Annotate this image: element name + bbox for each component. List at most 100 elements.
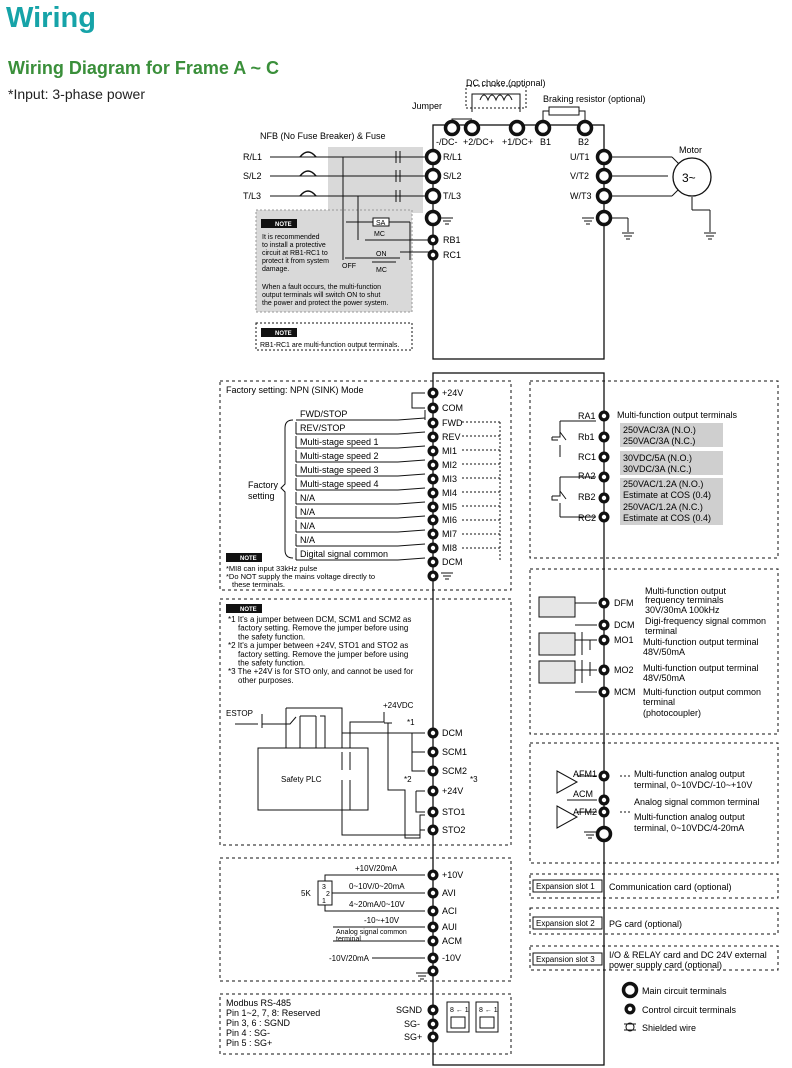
din-terminal-rev: REV (442, 432, 461, 442)
motor-symbol (672, 157, 712, 197)
ain-terminal-2: ACI (442, 906, 457, 916)
drive-terminal-rb1: RB1 (443, 235, 461, 245)
note-badge: NOTE (275, 222, 292, 228)
din-label-10: Digital signal common (300, 549, 388, 559)
drive-terminal-r: R/L1 (443, 152, 462, 162)
ain-label-1: +10V/20mA (355, 864, 398, 873)
dout-desc-5: terminal (645, 626, 677, 636)
din-terminal-mi7: MI7 (442, 529, 457, 539)
supply-t: T/L3 (243, 191, 261, 201)
mark-2: *2 (404, 775, 412, 784)
din-terminal-com: COM (442, 403, 463, 413)
pot-pin-1: 1 (322, 898, 326, 905)
on-label: ON (376, 251, 387, 258)
nfb-label: NFB (No Fuse Breaker) & Fuse (260, 131, 386, 141)
relay-rating-2: 250VAC/3A (N.C.) (623, 436, 695, 446)
safety-plc-label: Safety PLC (281, 775, 322, 784)
expansion-slot-2[interactable] (529, 907, 779, 935)
sto-section: NOTE *1 It's a jumper between DCM, SCM1 … (219, 598, 512, 846)
ain-label-6: terminal (336, 936, 361, 943)
dc-choke-label: DC choke (optional) (466, 78, 546, 88)
sto-note-2: the safety function. (238, 632, 305, 641)
page-title: Wiring (6, 2, 96, 34)
expansion-slot-2-desc: PG card (optional) (609, 919, 682, 929)
supply-r: R/L1 (243, 152, 262, 162)
off-label: OFF (342, 263, 356, 270)
drive-terminal-rc1: RC1 (443, 250, 461, 260)
legend-control: Control circuit terminals (642, 1005, 737, 1015)
relay-rating-1: 250VAC/3A (N.O.) (623, 425, 696, 435)
dout-desc-12: (photocoupler) (643, 708, 701, 718)
expansion-slot-2-label: Expansion slot 2 (536, 919, 595, 928)
expansion-slot-3-label: Expansion slot 3 (536, 955, 595, 964)
sa-label: SA (376, 220, 386, 227)
note-line-7: When a fault occurs, the multi-function (262, 284, 381, 291)
drive-terminal-t: T/L3 (443, 191, 461, 201)
dout-desc-4: Digi-frequency signal common (645, 616, 766, 626)
note-line-4: protect it from system (262, 258, 329, 265)
terminal-dc-minus: -/DC- (436, 137, 458, 147)
sto-note-0: *1 It's a jumper between DCM, SCM1 and S… (228, 615, 411, 624)
mark-1: *1 (407, 718, 415, 727)
dout-desc-10: Multi-function output common (643, 687, 761, 697)
control-board (432, 372, 605, 1066)
rj45-port-2[interactable] (479, 1016, 495, 1029)
legend: Main circuit terminals Control circuit t… (621, 981, 737, 1033)
din-terminal-dcm: DCM (442, 557, 463, 567)
relay-rating-4: 30VDC/3A (N.C.) (623, 464, 692, 474)
din-terminal-mi8: MI8 (442, 543, 457, 553)
aout-afm1: AFM1 (573, 769, 597, 779)
expansion-slot-3[interactable] (529, 945, 779, 971)
aout-acm: ACM (573, 789, 593, 799)
mc-label: MC (374, 231, 385, 238)
sto-terminal-2: SCM2 (442, 766, 467, 776)
note-line-1: It is recommended (262, 234, 320, 241)
analog-input-section: 5K 3 2 1 +10V/20mA 0~10V/0~20mA 4~20mA/0… (219, 857, 512, 982)
dout-terminal-3: MO2 (614, 665, 634, 675)
relay-rb1: Rb1 (578, 432, 595, 442)
din-label-1: REV/STOP (300, 423, 345, 433)
input-note: *Input: 3-phase power (8, 86, 145, 102)
motor-phase-label: 3~ (682, 171, 696, 185)
relay-ra1: RA1 (578, 411, 596, 421)
note-line-8: output terminals will switch ON to shut (262, 292, 380, 299)
pot-pin-3: 3 (322, 884, 326, 891)
rs485-line-2: Pin 1~2, 7, 8: Reserved (226, 1008, 320, 1018)
relay-output-section: RA1 Rb1 RC1 RA2 RB2 RC2 Multi-function o… (529, 380, 779, 559)
legend-shielded: Shielded wire (642, 1023, 696, 1033)
dout-desc-8: Multi-function output terminal (643, 663, 759, 673)
estop-label: ESTOP (226, 709, 253, 718)
din-label-9: N/A (300, 535, 315, 545)
aout-desc-5: terminal, 0~10VDC/4-20mA (634, 823, 744, 833)
sto-terminal-5: STO2 (442, 825, 465, 835)
relay-rating-6: Estimate at COS (0.4) (623, 490, 711, 500)
dout-desc-2: frequency terminals (645, 595, 724, 605)
din-terminal-mi1: MI1 (442, 446, 457, 456)
ain-terminal-5: -10V (442, 953, 461, 963)
npn-mode-label: Factory setting: NPN (SINK) Mode (226, 385, 364, 395)
rs485-line-1: Modbus RS-485 (226, 998, 291, 1008)
note-rb1-rc1: RB1-RC1 are multi-function output termin… (260, 342, 399, 349)
dout-terminal-4: MCM (614, 687, 636, 697)
din-note-1: *MI8 can input 33kHz pulse (226, 564, 317, 573)
pot-label: 5K (301, 889, 311, 898)
relay-rating-8: Estimate at COS (0.4) (623, 513, 711, 523)
relay-ra2: RA2 (578, 471, 596, 481)
din-label-8: N/A (300, 521, 315, 531)
factory-setting-2: setting (248, 491, 275, 501)
drive-terminal-s: S/L2 (443, 171, 462, 181)
expansion-slot-1[interactable] (529, 873, 779, 899)
sto-note-6: *3 The +24V is for STO only, and cannot … (228, 667, 414, 676)
din-label-2: Multi-stage speed 1 (300, 437, 379, 447)
terminal-b2: B2 (578, 137, 589, 147)
aout-desc-3: Analog signal common terminal (634, 797, 760, 807)
rj45-port-1[interactable] (450, 1016, 466, 1029)
mc-label-2: MC (376, 267, 387, 274)
rs485-sgnd: SGND (396, 1005, 423, 1015)
sto-note-badge: NOTE (240, 607, 257, 613)
relay-rb2: RB2 (578, 492, 596, 502)
output-terminal-v: V/T2 (570, 171, 589, 181)
ain-terminal-3: AUI (442, 922, 457, 932)
sto-terminal-1: SCM1 (442, 747, 467, 757)
